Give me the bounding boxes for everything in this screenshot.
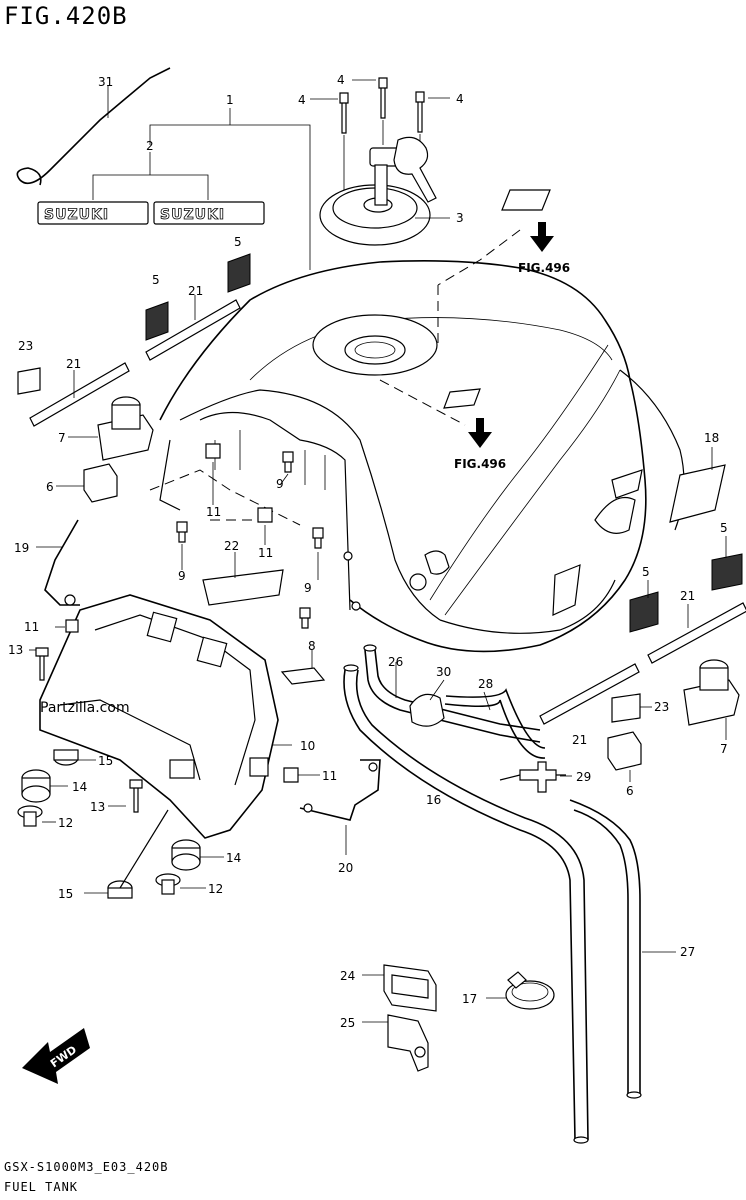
callout-22: 22 [224, 539, 239, 553]
callout-7: 7 [720, 742, 728, 756]
diagram-name: FUEL TANK [4, 1180, 79, 1194]
callout-17: 17 [462, 992, 477, 1006]
part-30-clamp [409, 679, 445, 727]
callout-15: 15 [98, 754, 113, 768]
callout-11: 11 [206, 505, 221, 519]
part-9-11-fasteners [176, 443, 324, 629]
callout-5: 5 [152, 273, 160, 287]
part-1-fuel-tank [159, 260, 685, 653]
fig-ref-label: FIG.496 [518, 261, 570, 275]
part-5-21-trim-left [29, 253, 251, 427]
part-22-label [202, 552, 284, 606]
fig-ref-label: FIG.496 [454, 457, 506, 471]
callout-11: 11 [258, 546, 273, 560]
callout-12: 12 [58, 816, 73, 830]
callout-21: 21 [188, 284, 203, 298]
part-23-pad-left [17, 367, 41, 395]
part-7-cap-right [683, 659, 740, 740]
callout-5: 5 [720, 521, 728, 535]
callout-23: 23 [18, 339, 33, 353]
callout-21: 21 [680, 589, 695, 603]
callout-9: 9 [276, 477, 284, 491]
callout-10: 10 [300, 739, 315, 753]
callout-labels: 31 1 2 4 4 4 3 5 5 21 23 21 7 6 19 11 13… [8, 73, 728, 1030]
callout-21: 21 [572, 733, 587, 747]
part-12-15-grommets [17, 619, 320, 899]
callout-8: 8 [308, 639, 316, 653]
callout-23: 23 [654, 700, 669, 714]
part-19-bracket [36, 519, 80, 606]
callout-20: 20 [338, 861, 353, 875]
part-31-wire-hook [16, 67, 171, 186]
callout-9: 9 [304, 581, 312, 595]
callout-1: 1 [226, 93, 234, 107]
callout-27: 27 [680, 945, 695, 959]
fig-ref-lower: FIG.496 [443, 388, 506, 471]
part-25-bracket [362, 1014, 429, 1072]
callout-6: 6 [626, 784, 634, 798]
part-7-cap-left [68, 396, 154, 461]
callout-13: 13 [90, 800, 105, 814]
callout-6: 6 [46, 480, 54, 494]
callout-14: 14 [226, 851, 241, 865]
fig-ref-upper: FIG.496 [501, 189, 570, 275]
part-17-hose-clamp [486, 971, 555, 1010]
part-3-fuel-cap [319, 136, 450, 246]
fwd-direction-arrow: FWD [22, 1028, 90, 1084]
callout-21: 21 [66, 357, 81, 371]
watermark: Partzilla.com [40, 700, 130, 716]
callout-14: 14 [72, 780, 87, 794]
part-2-emblem-right: SUZUKI [153, 201, 265, 225]
callout-30: 30 [436, 665, 451, 679]
part-16-hose [343, 664, 589, 1144]
part-8-pad [280, 650, 326, 685]
part-20-bracket [299, 759, 381, 855]
callout-3: 3 [456, 211, 464, 225]
callout-5: 5 [234, 235, 242, 249]
part-23-pad-right [611, 693, 652, 723]
callout-31: 31 [98, 75, 113, 89]
callout-12: 12 [208, 882, 223, 896]
part-5-right [629, 536, 743, 633]
part-2-emblem-left: SUZUKI [37, 201, 149, 225]
callout-16: 16 [426, 793, 441, 807]
part-26-hose [363, 644, 541, 743]
diagram-code: GSX-S1000M3_E03_420B [4, 1160, 169, 1174]
callout-11: 11 [24, 620, 39, 634]
part-4-bolts [310, 77, 450, 225]
tank-leader-lines [149, 229, 521, 526]
part-18-label [669, 447, 726, 523]
part-1-2-leader-brackets [92, 108, 311, 270]
callout-9: 9 [178, 569, 186, 583]
part-10-cover [39, 594, 292, 839]
emblem-text: SUZUKI [160, 207, 225, 223]
part-6-block-left [56, 463, 118, 503]
callout-26: 26 [388, 655, 403, 669]
callout-29: 29 [576, 770, 591, 784]
callout-11: 11 [322, 769, 337, 783]
callout-2: 2 [146, 139, 154, 153]
part-29-connector [499, 761, 572, 793]
callout-15: 15 [58, 887, 73, 901]
callout-4: 4 [298, 93, 306, 107]
emblem-text: SUZUKI [44, 207, 109, 223]
figure-title: FIG.420B [4, 2, 128, 30]
callout-18: 18 [704, 431, 719, 445]
callout-7: 7 [58, 431, 66, 445]
callout-13: 13 [8, 643, 23, 657]
callout-4: 4 [337, 73, 345, 87]
callout-19: 19 [14, 541, 29, 555]
part-27-hose [569, 799, 676, 1099]
part-6-block-right [607, 731, 642, 782]
callout-28: 28 [478, 677, 493, 691]
part-24-clip [362, 964, 437, 1012]
part-21-strips-right [539, 602, 746, 725]
part-28-hose [444, 688, 546, 759]
callout-25: 25 [340, 1016, 355, 1030]
callout-5: 5 [642, 565, 650, 579]
callout-24: 24 [340, 969, 355, 983]
callout-4: 4 [456, 92, 464, 106]
